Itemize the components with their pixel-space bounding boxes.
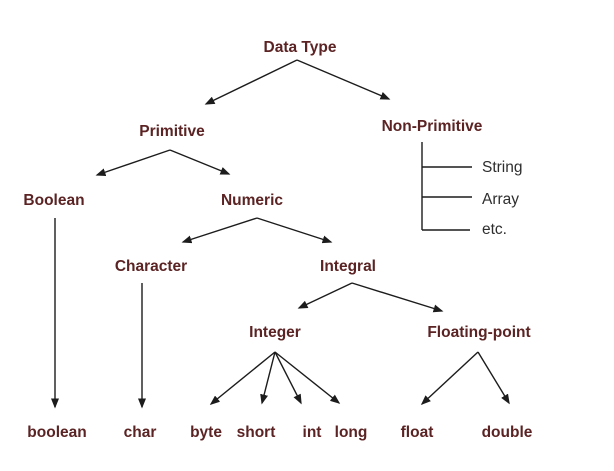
edge-integral-to-floating-point	[351, 282, 444, 313]
edge-numeric-to-character	[181, 217, 258, 244]
node-integer: Integer	[249, 324, 301, 341]
node-boolean-leaf: boolean	[27, 424, 87, 441]
list-item-string: String	[482, 159, 523, 176]
node-character: Character	[114, 258, 188, 275]
edge-floating-point-to-float	[420, 351, 479, 406]
node-data-type: Data Type	[263, 39, 337, 56]
node-double-leaf: double	[481, 424, 533, 441]
edge-data-type-to-non-primitive	[296, 59, 391, 100]
node-int-leaf: int	[302, 424, 322, 441]
edge-integral-to-integer	[297, 282, 353, 309]
edge-primitive-to-numeric	[169, 149, 231, 175]
edge-integer-to-int	[274, 351, 302, 405]
node-integral: Integral	[320, 258, 376, 275]
node-float-leaf: float	[400, 424, 434, 441]
node-short-leaf: short	[236, 424, 276, 441]
edge-integer-to-byte	[209, 351, 276, 405]
edge-data-type-to-primitive	[204, 59, 298, 105]
edge-integer-to-long	[274, 351, 341, 404]
edge-primitive-to-boolean	[95, 149, 171, 177]
edge-integer-to-short	[260, 351, 276, 405]
list-item-array: Array	[482, 191, 520, 208]
edge-numeric-to-integral	[256, 217, 333, 244]
edge-floating-point-to-double	[477, 351, 510, 405]
node-long-leaf: long	[334, 424, 368, 441]
node-byte-leaf: byte	[190, 424, 222, 441]
node-numeric: Numeric	[220, 192, 284, 209]
node-char-leaf: char	[123, 424, 157, 441]
node-boolean: Boolean	[23, 192, 85, 209]
node-non-primitive: Non-Primitive	[381, 118, 483, 135]
list-item-etc: etc.	[482, 221, 507, 238]
node-floating-point: Floating-point	[427, 324, 531, 341]
node-primitive: Primitive	[139, 123, 205, 140]
